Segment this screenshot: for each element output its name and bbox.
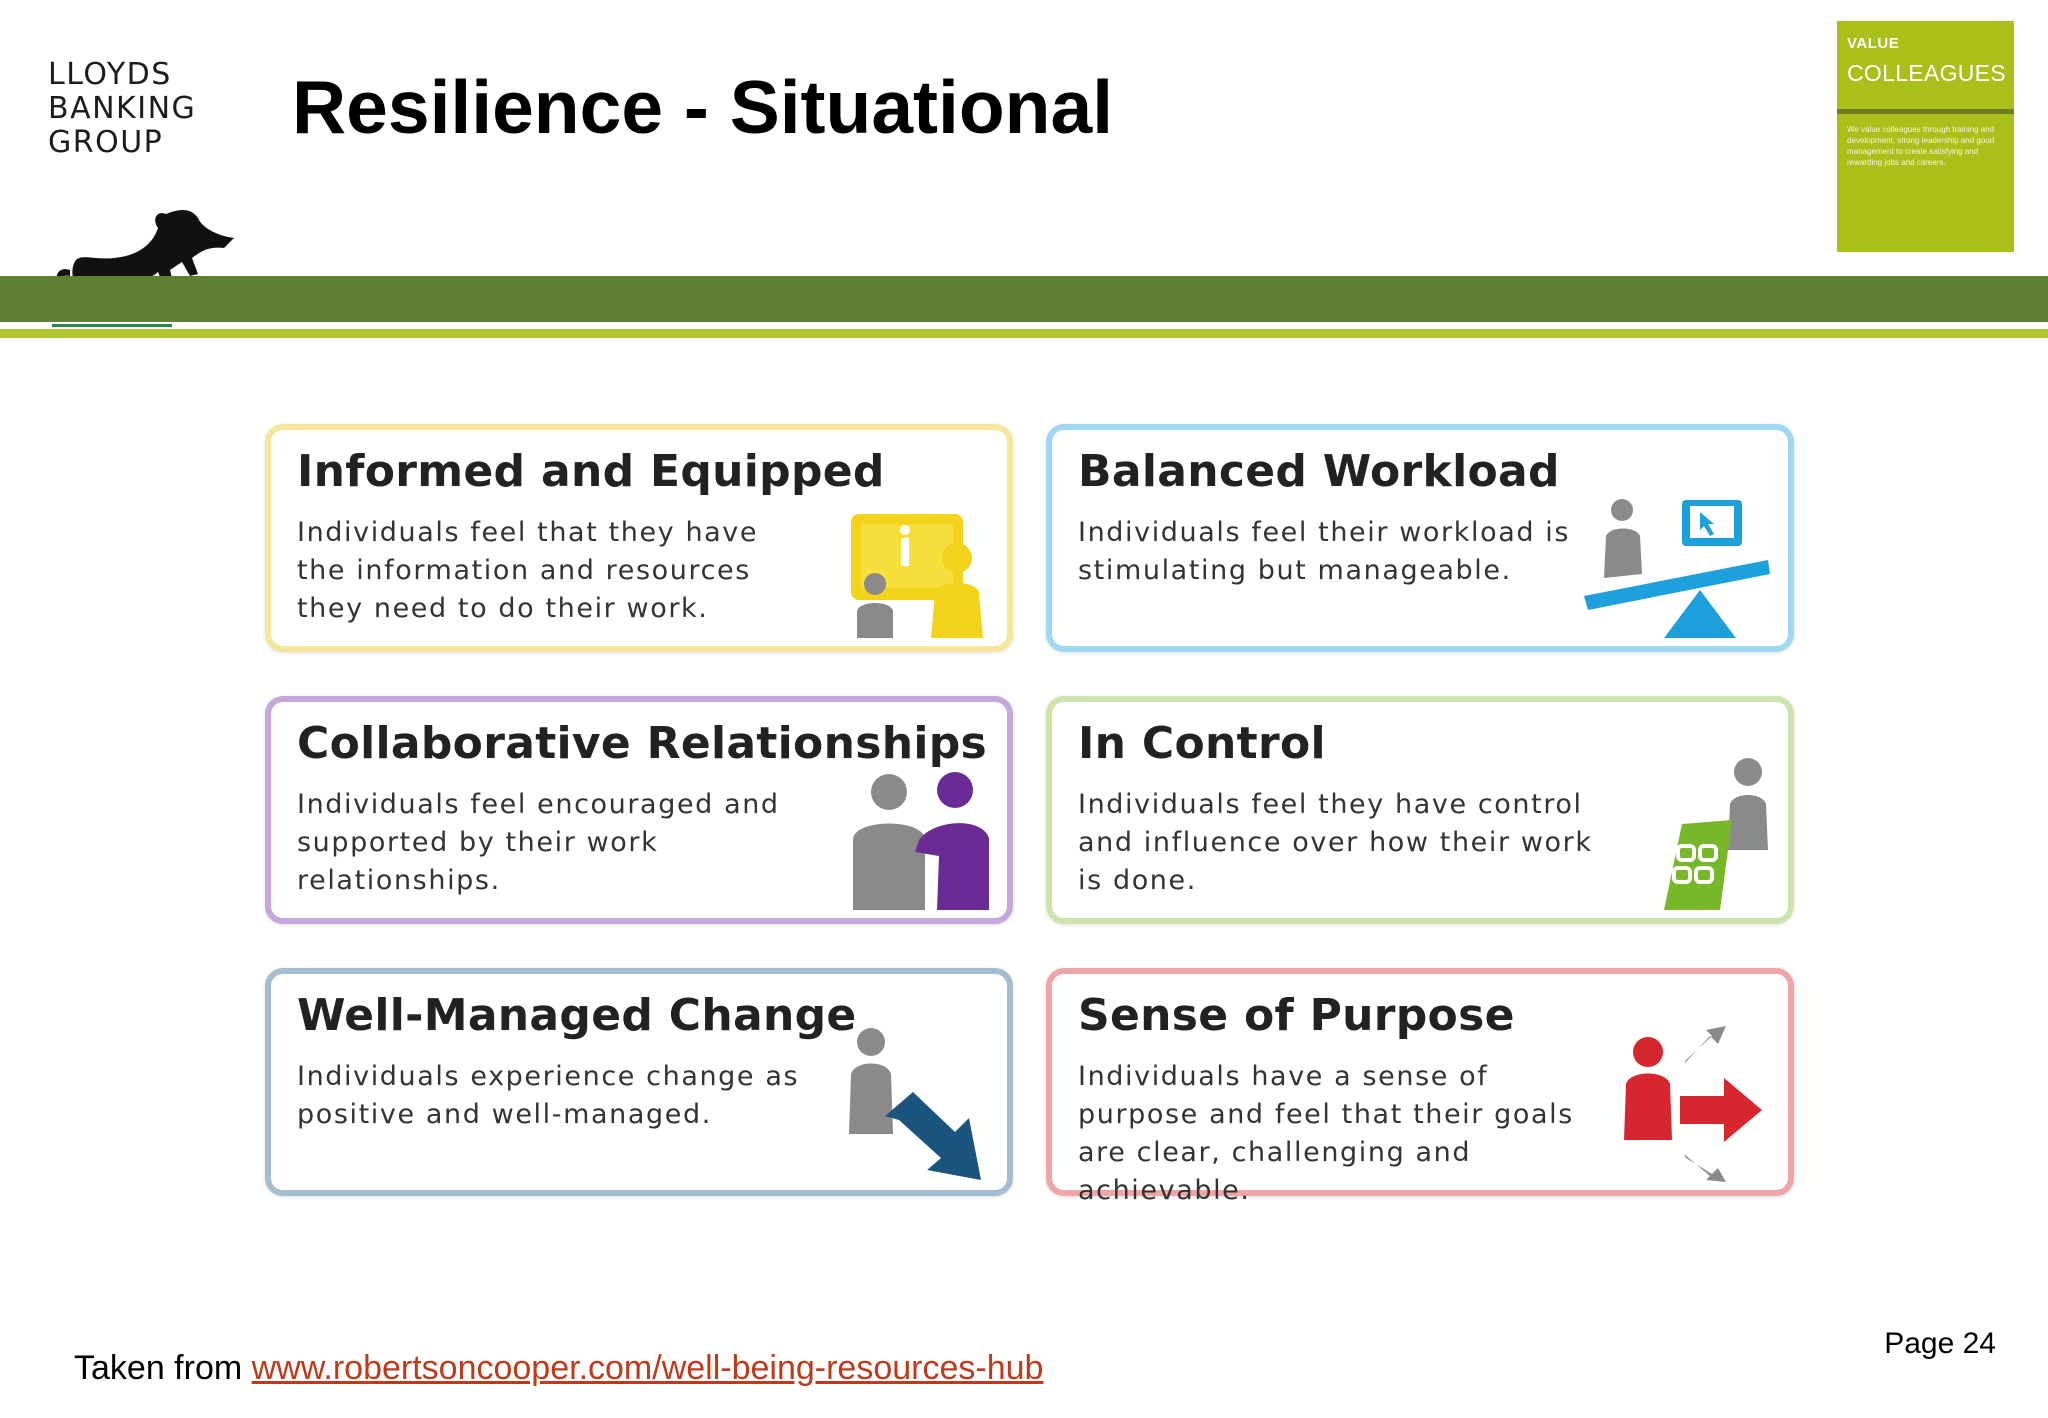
- value-description: We value colleagues through training and…: [1847, 125, 1995, 167]
- source-citation: Taken from www.robertsoncooper.com/well-…: [74, 1349, 1043, 1388]
- card-body: Individuals experience change as positiv…: [297, 1061, 800, 1130]
- card-collaborative-relationships: Collaborative Relationships Individuals …: [265, 696, 1013, 924]
- card-in-control: In Control Individuals feel they have co…: [1046, 696, 1794, 924]
- card-body: Individuals feel that they have the info…: [297, 517, 759, 624]
- card-title: Informed and Equipped: [297, 446, 885, 497]
- card-title: In Control: [1078, 718, 1326, 769]
- card-title: Well-Managed Change: [297, 990, 857, 1041]
- card-balanced-workload: Balanced Workload Individuals feel their…: [1046, 424, 1794, 652]
- card-title: Collaborative Relationships: [297, 718, 987, 769]
- source-prefix: Taken from: [74, 1349, 252, 1387]
- header-band-light: [0, 329, 2048, 338]
- value-divider: [1837, 109, 2014, 114]
- card-sense-of-purpose: Sense of Purpose Individuals have a sens…: [1046, 968, 1794, 1206]
- company-logo: LLOYDS BANKING GROUP: [48, 58, 248, 327]
- value-colleagues-badge: VALUE COLLEAGUES We value colleagues thr…: [1837, 21, 2014, 252]
- change-arrow-icon: [849, 1028, 981, 1180]
- card-body: Individuals have a sense of purpose and …: [1078, 1061, 1574, 1206]
- card-title: Balanced Workload: [1078, 446, 1560, 497]
- logo-wordmark: LLOYDS BANKING GROUP: [48, 58, 248, 160]
- page-title: Resilience - Situational: [292, 65, 1114, 149]
- header-band-dark: [0, 276, 2048, 322]
- card-body: Individuals feel their workload is stimu…: [1078, 517, 1571, 586]
- logo-line: LLOYDS: [48, 57, 172, 92]
- page-number: Page 24: [1884, 1327, 1996, 1360]
- card-informed-equipped: Informed and Equipped Individuals feel t…: [265, 424, 1013, 652]
- logo-line: GROUP: [48, 125, 164, 160]
- control-panel-icon: [1664, 758, 1768, 910]
- source-link[interactable]: www.robertsoncooper.com/well-being-resou…: [251, 1349, 1044, 1387]
- two-people-support-icon: [853, 772, 989, 910]
- card-body: Individuals feel encouraged and supporte…: [297, 789, 780, 896]
- value-title: COLLEAGUES: [1847, 60, 2006, 86]
- balance-seesaw-icon: [1584, 499, 1770, 638]
- card-body: Individuals feel they have control and i…: [1078, 789, 1593, 896]
- card-title: Sense of Purpose: [1078, 990, 1515, 1041]
- direction-arrows-icon: [1624, 1026, 1762, 1182]
- logo-line: BANKING: [48, 91, 197, 126]
- information-board-icon: [851, 514, 983, 638]
- card-well-managed-change: Well-Managed Change Individuals experien…: [265, 968, 1013, 1196]
- value-kicker: VALUE: [1847, 35, 1900, 52]
